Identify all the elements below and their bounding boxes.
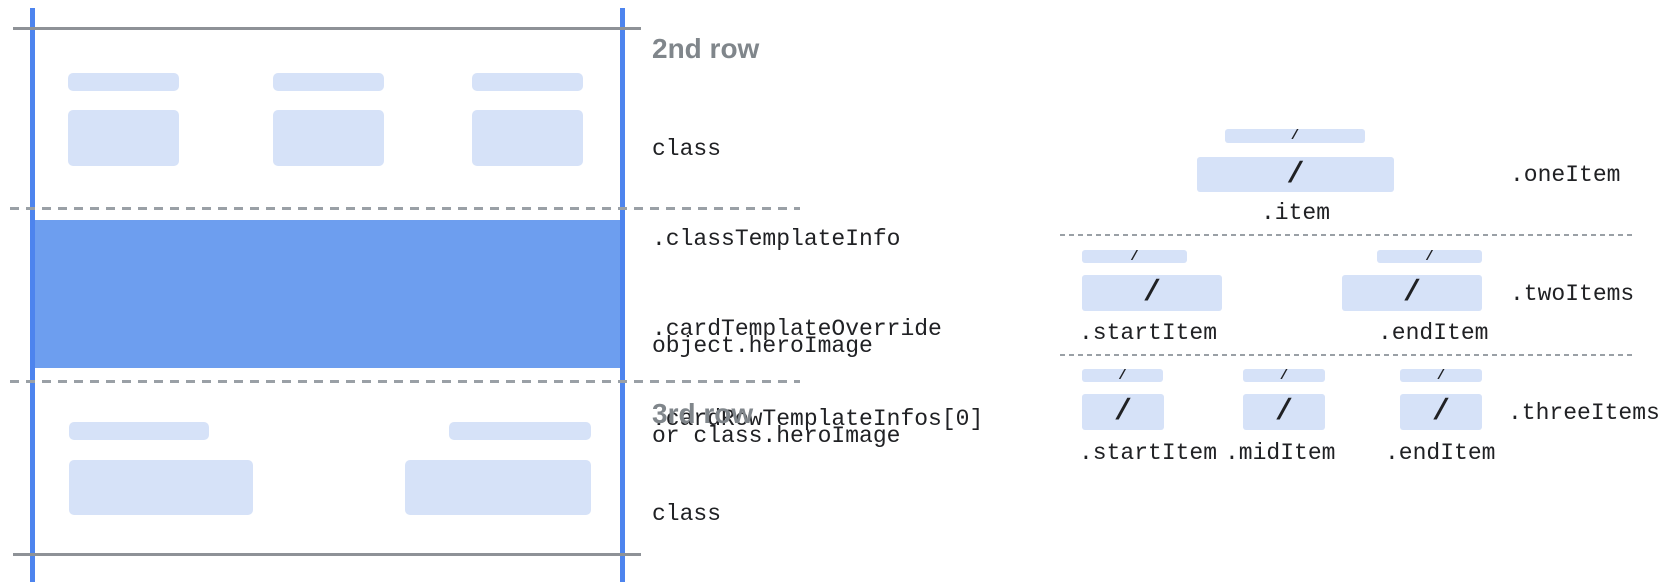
three-items-end-label: .endItem bbox=[1385, 440, 1496, 466]
third-row-heading: 3rd row bbox=[652, 398, 754, 429]
second-row-code-block: class .classTemplateInfo .cardTemplateOv… bbox=[652, 74, 983, 494]
two-items-end-label-chip: / bbox=[1377, 248, 1482, 265]
third-row-end-label-chip bbox=[449, 422, 591, 440]
third-row-code-block: class .classTemplateInfo .cardTemplateOv… bbox=[652, 439, 983, 584]
card-top-border-line bbox=[13, 27, 641, 30]
hero-image-band bbox=[35, 220, 620, 368]
two-items-end-label: .endItem bbox=[1378, 320, 1489, 346]
slash-placeholder: / bbox=[1290, 128, 1300, 144]
one-item-value-chip: / bbox=[1197, 157, 1394, 192]
second-row-col2-label-chip bbox=[273, 73, 384, 91]
card-bottom-border-line bbox=[13, 553, 641, 556]
second-row-col3-label-chip bbox=[472, 73, 583, 91]
slash-placeholder: / bbox=[1279, 367, 1289, 384]
slash-placeholder: / bbox=[1402, 276, 1421, 310]
slash-placeholder: / bbox=[1142, 276, 1161, 310]
one-item-label-chip: / bbox=[1225, 129, 1365, 143]
second-row-col3-value-chip bbox=[472, 110, 583, 166]
three-items-end-label-chip: / bbox=[1400, 367, 1482, 384]
slash-placeholder: / bbox=[1274, 395, 1293, 429]
slash-placeholder: / bbox=[1286, 157, 1305, 192]
three-items-mid-label: .midItem bbox=[1225, 440, 1336, 466]
three-items-layout-label: .threeItems bbox=[1508, 400, 1660, 426]
row-separator-dashed-bottom bbox=[10, 380, 800, 383]
three-items-start-label-chip: / bbox=[1082, 367, 1163, 384]
code-line: .cardRowTemplateInfos[0] bbox=[652, 406, 984, 432]
three-items-end-value-chip: / bbox=[1400, 394, 1482, 430]
row-separator-dashed-top bbox=[10, 207, 800, 210]
two-items-end-value-chip: / bbox=[1342, 275, 1482, 311]
two-items-start-label: .startItem bbox=[1079, 320, 1218, 346]
code-line: .classTemplateInfo bbox=[652, 226, 901, 252]
second-row-col1-value-chip bbox=[68, 110, 179, 166]
slash-placeholder: / bbox=[1436, 367, 1446, 384]
slash-placeholder: / bbox=[1118, 367, 1127, 384]
slash-placeholder: / bbox=[1425, 248, 1434, 265]
code-line: class bbox=[652, 136, 722, 162]
two-items-start-label-chip: / bbox=[1082, 248, 1187, 265]
card-right-guide-line bbox=[620, 8, 625, 582]
card-left-guide-line bbox=[30, 8, 35, 582]
second-row-heading: 2nd row bbox=[652, 33, 760, 64]
second-row-col1-label-chip bbox=[68, 73, 179, 91]
three-items-mid-value-chip: / bbox=[1243, 394, 1325, 430]
hero-image-code-block: object.heroImage or class.heroImage bbox=[652, 271, 900, 511]
slash-placeholder: / bbox=[1431, 395, 1450, 429]
layout-separator-dotted-1 bbox=[1060, 234, 1632, 236]
three-items-start-value-chip: / bbox=[1082, 394, 1164, 430]
third-row-end-value-chip bbox=[405, 460, 591, 515]
third-row-start-label-chip bbox=[69, 422, 209, 440]
code-line: .cardTemplateOverride bbox=[652, 316, 942, 342]
code-line: object.heroImage bbox=[652, 333, 873, 359]
layout-separator-dotted-2 bbox=[1060, 354, 1632, 356]
slash-placeholder: / bbox=[1113, 395, 1132, 429]
three-items-mid-label-chip: / bbox=[1243, 367, 1325, 384]
two-items-start-value-chip: / bbox=[1082, 275, 1222, 311]
one-item-layout-label: .oneItem bbox=[1510, 162, 1621, 188]
third-row-start-value-chip bbox=[69, 460, 253, 515]
one-item-item-label: .item bbox=[1260, 200, 1330, 226]
code-line: or class.heroImage bbox=[652, 423, 901, 449]
slash-placeholder: / bbox=[1130, 248, 1139, 265]
code-line: class bbox=[652, 501, 722, 527]
two-items-layout-label: .twoItems bbox=[1510, 281, 1635, 307]
three-items-start-label: .startItem bbox=[1079, 440, 1218, 466]
second-row-col2-value-chip bbox=[273, 110, 384, 166]
